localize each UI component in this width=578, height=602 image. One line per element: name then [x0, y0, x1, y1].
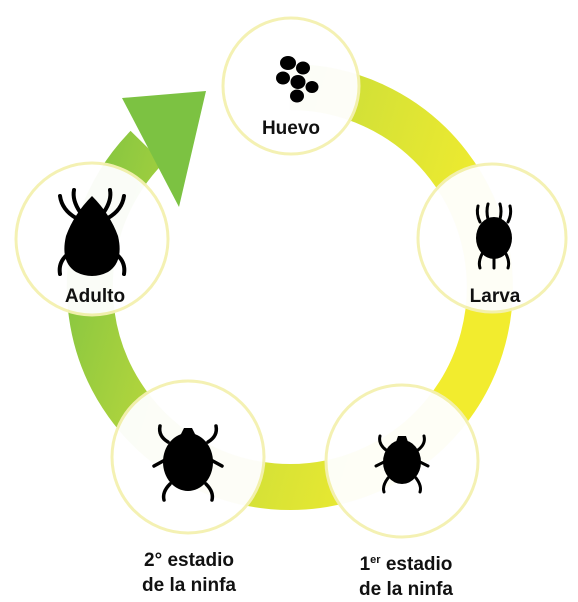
stage-node-nymph1 — [324, 383, 480, 539]
stage-label-nymph1-sup: er — [370, 554, 381, 566]
stage-node-adult — [14, 161, 170, 317]
egg-cluster-icon — [276, 56, 319, 103]
stage-label-nymph1: 1er estadio de la ninfa — [316, 548, 496, 602]
cycle-arrowhead — [122, 91, 206, 207]
stage-label-nymph1-prefix: 1 — [359, 554, 371, 575]
stage-label-nymph2: 2° estadio de la ninfa — [99, 548, 279, 598]
stage-label-nymph1-rest: estadio — [380, 554, 453, 575]
stage-label-adult: Adulto — [64, 286, 126, 307]
stage-label-nymph2-line1: 2° estadio — [144, 550, 234, 571]
nymph-mite-large-icon — [152, 424, 224, 502]
stage-node-nymph2 — [110, 379, 266, 535]
stage-node-egg — [221, 16, 361, 156]
nymph-mite-small-icon — [374, 434, 430, 494]
stage-label-nymph2-line2: de la ninfa — [142, 575, 236, 596]
larva-mite-icon — [475, 202, 513, 270]
stage-label-egg: Huevo — [261, 118, 321, 139]
adult-mite-icon — [57, 188, 127, 276]
stage-node-larva — [416, 162, 568, 314]
stage-label-larva: Larva — [469, 286, 521, 307]
stage-label-nymph1-line2: de la ninfa — [359, 579, 453, 600]
